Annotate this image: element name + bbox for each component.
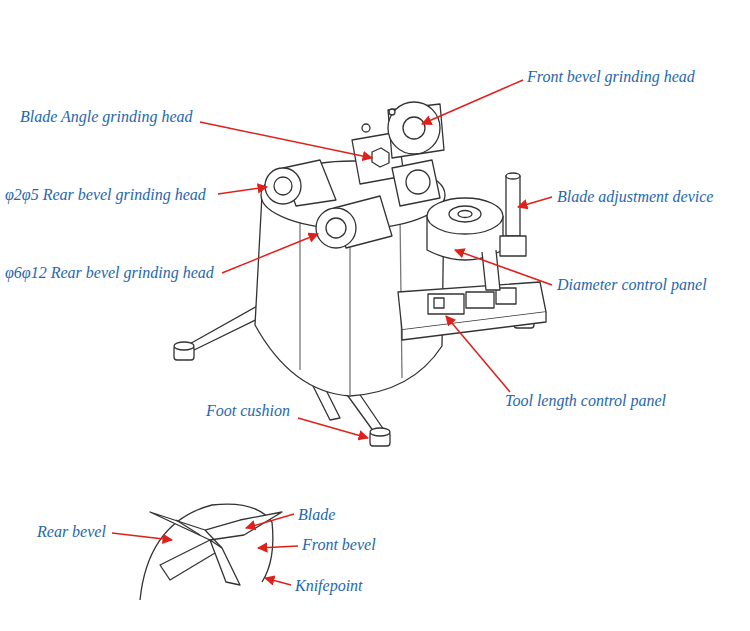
- part-label: Blade Angle grinding head: [20, 107, 193, 127]
- part-label: Tool length control panel: [505, 391, 666, 411]
- part-label: Front bevel: [302, 535, 376, 555]
- part-label: Front bevel grinding head: [527, 67, 695, 87]
- part-label: Blade: [298, 505, 335, 525]
- part-label: φ6φ12 Rear bevel grinding head: [5, 263, 214, 283]
- part-label: Blade adjustment device: [557, 187, 713, 207]
- part-label: Rear bevel: [37, 522, 106, 542]
- part-label: Foot cushion: [206, 401, 290, 421]
- part-label: Knifepoint: [295, 576, 363, 596]
- part-label: φ2φ5 Rear bevel grinding head: [5, 185, 206, 205]
- part-label: Diameter control panel: [557, 275, 707, 295]
